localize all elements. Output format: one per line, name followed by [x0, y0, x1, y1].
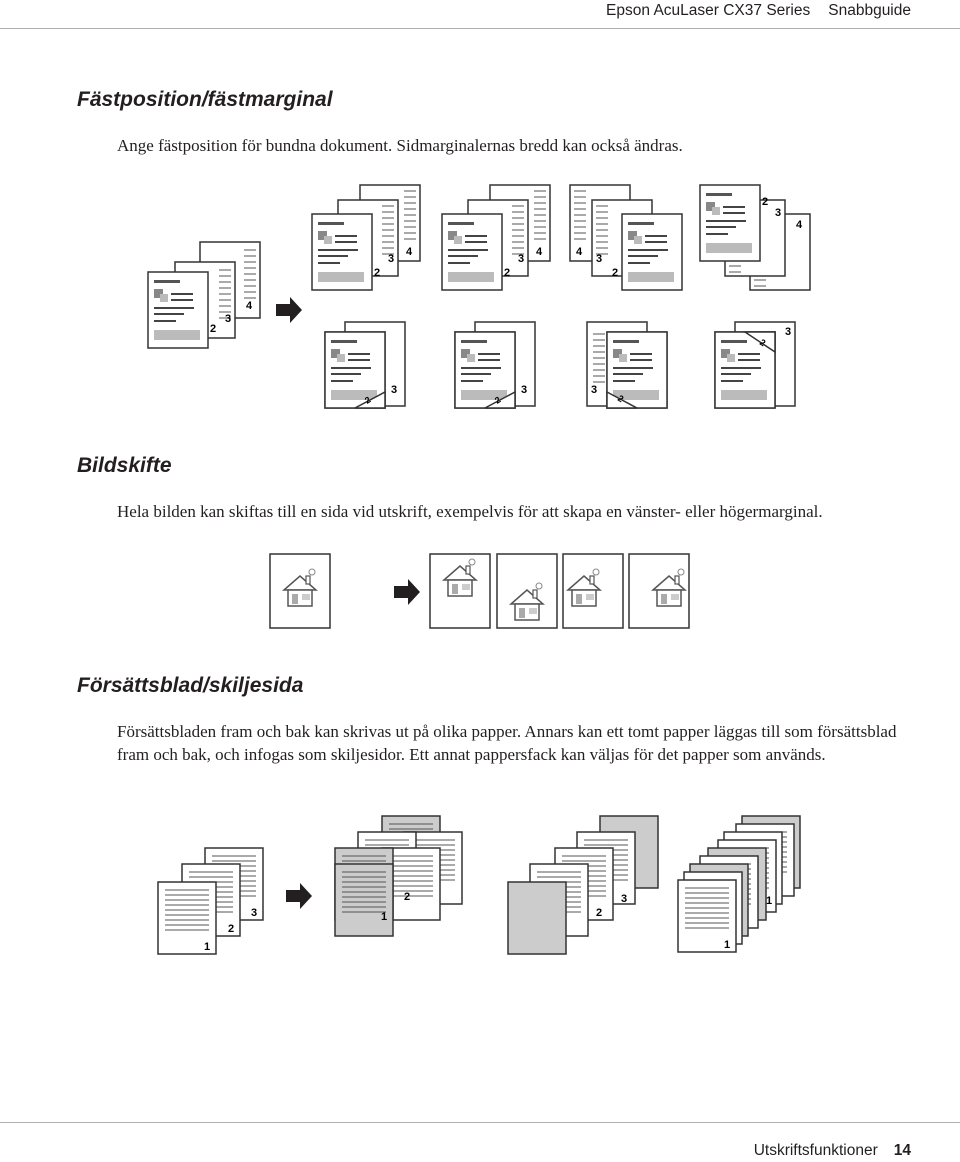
- cover-sheet-figure: 3 2 1 3 2 1: [157, 815, 801, 955]
- image-shift-figure: [269, 553, 690, 629]
- section-text-binding: Ange fästposition för bundna dokument. S…: [117, 136, 683, 155]
- header-guide: Snabbguide: [828, 2, 911, 19]
- binding-position-figure: 4 3 2 4 3 2 4 3 2 4: [147, 184, 811, 409]
- svg-text:4: 4: [536, 246, 543, 258]
- svg-text:1: 1: [724, 939, 730, 951]
- svg-text:4: 4: [576, 246, 583, 258]
- svg-text:2: 2: [363, 395, 372, 406]
- svg-text:2: 2: [612, 267, 618, 279]
- svg-text:2: 2: [616, 393, 625, 404]
- page-header: Epson AcuLaser CX37 Series Snabbguide: [0, 0, 960, 28]
- svg-text:3: 3: [591, 384, 597, 396]
- section-title-image-shift: Bildskifte: [77, 454, 172, 477]
- svg-text:2: 2: [504, 267, 510, 279]
- svg-text:2: 2: [210, 323, 216, 335]
- svg-text:4: 4: [796, 219, 803, 231]
- section-text-image-shift: Hela bilden kan skiftas till en sida vid…: [117, 502, 823, 521]
- svg-text:3: 3: [251, 907, 257, 919]
- svg-text:2: 2: [404, 891, 410, 903]
- svg-text:2: 2: [596, 907, 602, 919]
- svg-text:4: 4: [406, 246, 413, 258]
- svg-text:3: 3: [775, 207, 781, 219]
- svg-text:3: 3: [521, 384, 527, 396]
- section-title-binding: Fästposition/fästmarginal: [77, 88, 333, 111]
- svg-text:2: 2: [374, 267, 380, 279]
- header-text: Epson AcuLaser CX37 Series Snabbguide: [606, 2, 911, 20]
- page-number: 14: [893, 1142, 911, 1159]
- svg-text:3: 3: [225, 313, 231, 325]
- svg-text:2: 2: [762, 196, 768, 208]
- svg-text:3: 3: [518, 253, 524, 265]
- svg-text:1: 1: [204, 941, 210, 953]
- svg-text:1: 1: [766, 895, 772, 907]
- page-footer: Utskriftsfunktioner 14: [754, 1142, 911, 1160]
- svg-text:3: 3: [596, 253, 602, 265]
- svg-text:3: 3: [785, 326, 791, 338]
- svg-text:2: 2: [758, 337, 767, 348]
- section-text-cover-sheet: Försättsbladen fram och bak kan skrivas …: [117, 722, 897, 764]
- header-product: Epson AcuLaser CX37 Series: [606, 2, 811, 19]
- footer-rule: [0, 1122, 960, 1123]
- svg-text:2: 2: [493, 395, 502, 406]
- svg-text:4: 4: [246, 300, 253, 312]
- footer-chapter: Utskriftsfunktioner: [753, 1142, 878, 1159]
- svg-text:2: 2: [228, 923, 234, 935]
- svg-text:3: 3: [388, 253, 394, 265]
- header-rule: [0, 28, 960, 29]
- svg-text:1: 1: [381, 911, 387, 923]
- svg-text:3: 3: [621, 893, 627, 905]
- section-title-cover-sheet: Försättsblad/skiljesida: [77, 674, 304, 697]
- svg-text:3: 3: [391, 384, 397, 396]
